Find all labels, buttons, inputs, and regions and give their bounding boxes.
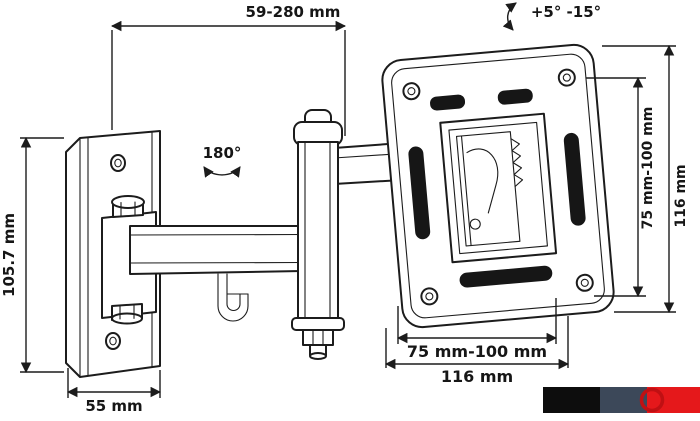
swatch-slate [600,387,647,413]
vesa-slots [408,88,586,288]
swatch-black [543,387,600,413]
label-swivel-range: 180° [203,144,242,162]
label-vesa-height-range: 75 mm-100 mm [640,107,656,230]
mounting-hole-top [110,154,126,172]
center-hinge [291,109,345,360]
label-plate-height: 116 mm [673,164,689,227]
dim-wall-plate-height: 105.7 mm [0,136,64,374]
dim-vesa-width-range: 75 mm-100 mm [396,298,558,361]
dim-plate-height: 116 mm [602,44,689,314]
label-plate-width: 116 mm [441,367,513,386]
label-vesa-width-range: 75 mm-100 mm [407,342,547,361]
label-wall-plate-width: 55 mm [85,397,142,415]
mounting-hole-bottom [105,332,121,350]
hinge-nut [302,329,334,360]
dim-extension-range: 59-280 mm [110,3,347,136]
dim-swivel-range: 180° [203,144,242,178]
tilt-mechanism-window [439,112,558,264]
pivot-bolt-top [111,195,145,218]
dim-wall-plate-width: 55 mm [66,368,162,415]
dim-tilt-range: +5° -15° [502,2,601,31]
lower-arm [129,225,303,275]
label-tilt-range: +5° -15° [531,3,601,21]
vesa-plate [381,43,615,329]
label-extension-range: 59-280 mm [246,3,341,21]
vesa-corner-holes [402,68,594,306]
label-wall-plate-height: 105.7 mm [0,213,18,297]
cable-clip [217,273,249,322]
brand-color-swatches [543,387,700,413]
dim-plate-width: 116 mm [384,316,570,386]
pivot-nut-bottom [111,303,143,325]
brand-ring-icon [639,387,665,413]
dim-vesa-height-range: 75 mm-100 mm [586,76,656,298]
